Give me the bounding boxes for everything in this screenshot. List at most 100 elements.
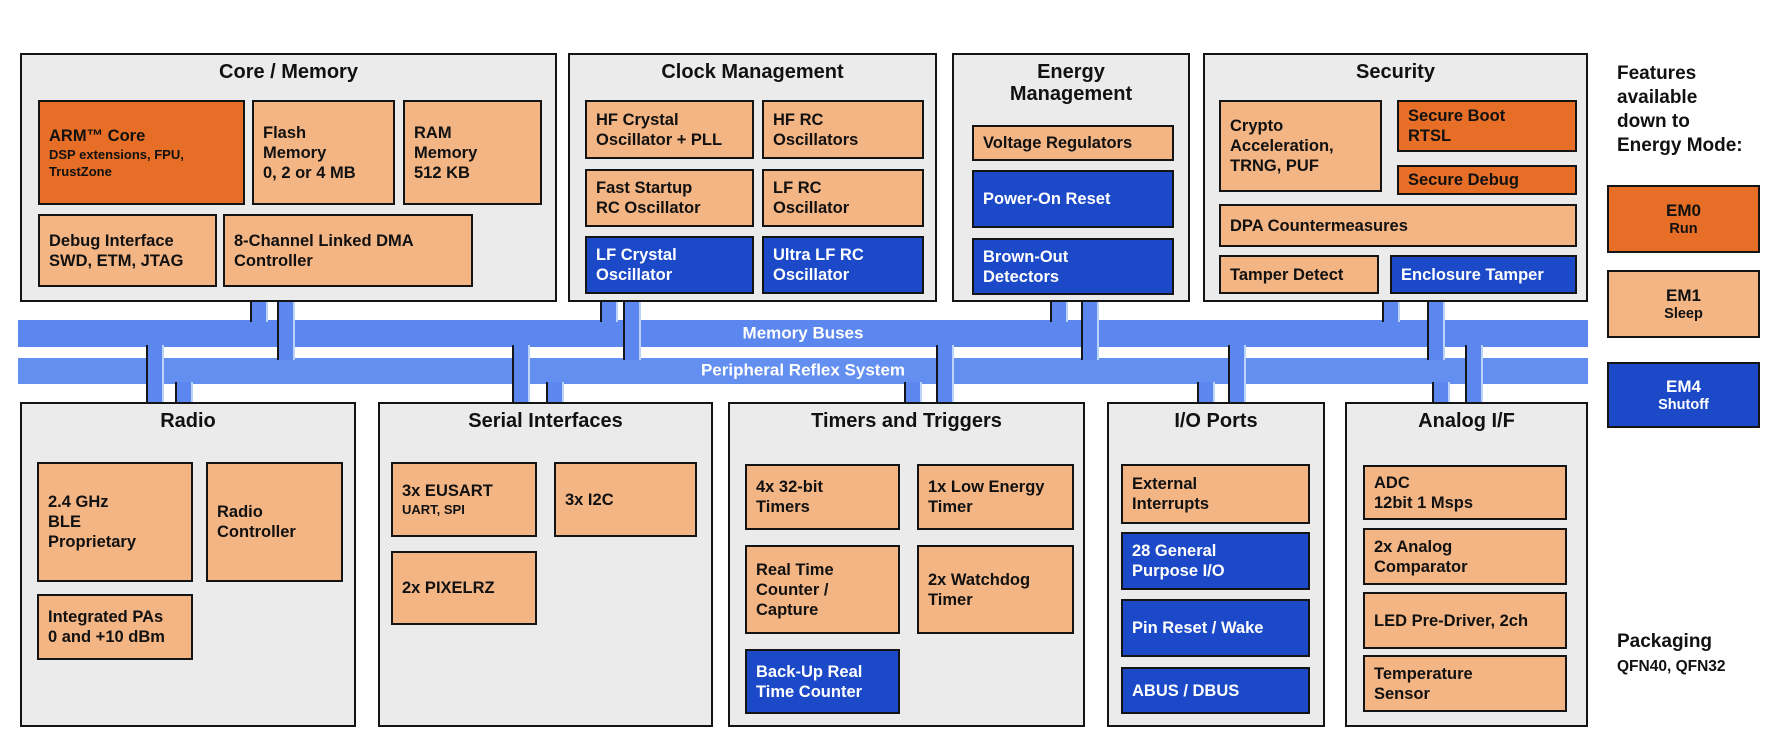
box-brown-out-detectors-label: Brown-Out Detectors: [983, 247, 1069, 286]
box-tamper-detect-label: Tamper Detect: [1230, 265, 1344, 284]
box-eusart-sub: UART, SPI: [402, 502, 465, 517]
box-secure-debug-label: Secure Debug: [1408, 171, 1519, 189]
box-radio-controller-label: Radio Controller: [217, 503, 296, 541]
box-arm-core-title: ARM™ Core: [49, 126, 146, 145]
connector-timers-prs-bus: [904, 382, 922, 402]
block-radio: Radio 2.4 GHz BLE Proprietary Radio Cont…: [20, 402, 356, 727]
legend-em4-label: EM4: [1666, 376, 1701, 396]
connector-energy-memory-bus: [1050, 302, 1068, 322]
box-abus-dbus: ABUS / DBUS: [1121, 667, 1310, 714]
box-hf-crystal-oscillator: HF Crystal Oscillator + PLL: [585, 100, 754, 159]
block-io-ports: I/O Ports External Interrupts 28 General…: [1107, 402, 1325, 727]
box-secure-boot-rtsl: Secure Boot RTSL: [1397, 100, 1577, 152]
box-ble-proprietary: 2.4 GHz BLE Proprietary: [37, 462, 193, 582]
box-integrated-pas: Integrated PAs 0 and +10 dBm: [37, 594, 193, 660]
box-temperature-sensor: Temperature Sensor: [1363, 655, 1567, 712]
connector-serial-prs-bus: [546, 382, 564, 402]
legend-em4-sub: Shutoff: [1658, 396, 1709, 413]
box-abus-dbus-label: ABUS / DBUS: [1132, 681, 1240, 700]
legend-em0-run: EM0 Run: [1607, 185, 1760, 253]
block-timers-triggers: Timers and Triggers 4x 32-bit Timers 1x …: [728, 402, 1085, 727]
connector-io-prs-bus: [1197, 382, 1215, 402]
block-core-memory: Core / Memory ARM™ Core DSP extensions, …: [20, 53, 557, 302]
box-analog-comparator: 2x Analog Comparator: [1363, 528, 1567, 585]
box-32bit-timers-label: 4x 32-bit Timers: [756, 478, 823, 516]
box-hf-rc-oscillators: HF RC Oscillators: [762, 100, 924, 159]
box-debug-interface-label: Debug Interface SWD, ETM, JTAG: [49, 231, 184, 270]
box-real-time-counter-label: Real Time Counter / Capture: [756, 560, 834, 619]
box-pin-reset-wake: Pin Reset / Wake: [1121, 599, 1310, 657]
box-hf-rc-oscillators-label: HF RC Oscillators: [773, 110, 859, 149]
connector-serial-memory-bus: [512, 345, 530, 402]
box-secure-debug: Secure Debug: [1397, 165, 1577, 195]
box-analog-comparator-label: 2x Analog Comparator: [1374, 537, 1468, 576]
connector-core-prs-bus: [277, 302, 295, 360]
legend-em0-label: EM0: [1666, 200, 1701, 220]
box-pixelrz: 2x PIXELRZ: [391, 551, 537, 625]
box-dma-controller: 8-Channel Linked DMA Controller: [223, 214, 473, 287]
connector-timers-memory-bus: [936, 345, 954, 402]
box-ble-proprietary-label: 2.4 GHz BLE Proprietary: [48, 493, 137, 551]
box-pixelrz-label: 2x PIXELRZ: [402, 579, 495, 597]
box-enclosure-tamper-label: Enclosure Tamper: [1401, 265, 1544, 284]
box-power-on-reset: Power-On Reset: [972, 170, 1174, 228]
box-pin-reset-wake-label: Pin Reset / Wake: [1132, 619, 1264, 637]
box-i2c-label: 3x I2C: [565, 490, 614, 509]
box-lf-crystal-oscillator: LF Crystal Oscillator: [585, 236, 754, 294]
box-32bit-timers: 4x 32-bit Timers: [745, 464, 900, 530]
block-security: Security Crypto Acceleration, TRNG, PUF …: [1203, 53, 1588, 302]
block-title-security: Security: [1356, 61, 1435, 83]
box-eusart-title: 3x EUSART: [402, 482, 493, 500]
legend-em0-sub: Run: [1669, 220, 1698, 237]
box-ram-memory-label: RAM Memory 512 KB: [414, 123, 478, 182]
connector-analog-prs-bus: [1432, 382, 1450, 402]
block-serial-interfaces: Serial Interfaces 3x EUSART UART, SPI 3x…: [378, 402, 713, 727]
memory-buses-label: Memory Buses: [742, 322, 864, 342]
connector-clock-memory-bus: [600, 302, 618, 322]
box-ram-memory: RAM Memory 512 KB: [403, 100, 542, 205]
box-secure-boot-rtsl-label: Secure Boot RTSL: [1408, 107, 1506, 145]
box-flash-memory: Flash Memory 0, 2 or 4 MB: [252, 100, 395, 205]
connector-security-memory-bus: [1382, 302, 1400, 322]
box-enclosure-tamper: Enclosure Tamper: [1390, 255, 1577, 294]
energy-mode-note: Features available down to Energy Mode:: [1617, 63, 1743, 156]
block-energy-management: Energy Management Voltage Regulators Pow…: [952, 53, 1190, 302]
box-temperature-sensor-label: Temperature Sensor: [1374, 664, 1473, 703]
box-adc: ADC 12bit 1 Msps: [1363, 465, 1567, 520]
box-lf-rc-oscillator: LF RC Oscillator: [762, 169, 924, 227]
box-radio-controller: Radio Controller: [206, 462, 343, 582]
connector-security-prs-bus: [1427, 302, 1445, 360]
box-dpa-countermeasures: DPA Countermeasures: [1219, 204, 1577, 247]
box-lf-rc-oscillator-label: LF RC Oscillator: [773, 179, 850, 217]
connector-analog-memory-bus: [1465, 345, 1483, 402]
box-general-purpose-io-label: 28 General Purpose I/O: [1132, 542, 1225, 580]
box-i2c: 3x I2C: [554, 462, 697, 537]
block-title-analog-if: Analog I/F: [1418, 410, 1515, 432]
box-dma-controller-label: 8-Channel Linked DMA Controller: [234, 231, 414, 270]
box-voltage-regulators: Voltage Regulators: [972, 125, 1174, 161]
box-general-purpose-io: 28 General Purpose I/O: [1121, 532, 1310, 590]
box-arm-core-sub: DSP extensions, FPU, TrustZone: [49, 146, 184, 179]
block-title-clock-management: Clock Management: [661, 61, 844, 83]
box-integrated-pas-label: Integrated PAs 0 and +10 dBm: [48, 608, 165, 646]
box-real-time-counter: Real Time Counter / Capture: [745, 545, 900, 634]
block-clock-management: Clock Management HF Crystal Oscillator +…: [568, 53, 937, 302]
box-led-pre-driver: LED Pre-Driver, 2ch: [1363, 592, 1567, 649]
block-title-radio: Radio: [160, 410, 216, 432]
box-lf-crystal-oscillator-label: LF Crystal Oscillator: [596, 246, 677, 284]
legend-em1-sub: Sleep: [1664, 305, 1703, 322]
legend-em1-sleep: EM1 Sleep: [1607, 270, 1760, 338]
box-backup-real-time-counter-label: Back-Up Real Time Counter: [756, 662, 863, 701]
box-led-pre-driver-label: LED Pre-Driver, 2ch: [1374, 611, 1529, 630]
peripheral-reflex-system-bar: Peripheral Reflex System: [18, 358, 1588, 384]
box-flash-memory-label: Flash Memory 0, 2 or 4 MB: [263, 123, 356, 182]
legend-em1-label: EM1: [1666, 285, 1701, 305]
block-title-timers-triggers: Timers and Triggers: [811, 410, 1002, 432]
peripheral-reflex-system-label: Peripheral Reflex System: [700, 360, 906, 380]
connector-radio-prs-bus: [175, 382, 193, 402]
packaging-value: QFN40, QFN32: [1617, 658, 1726, 675]
packaging-title: Packaging: [1617, 631, 1713, 652]
connector-radio-memory-bus: [146, 345, 164, 402]
memory-buses-bar: Memory Buses: [18, 320, 1588, 347]
box-watchdog-timer-label: 2x Watchdog Timer: [928, 570, 1031, 609]
